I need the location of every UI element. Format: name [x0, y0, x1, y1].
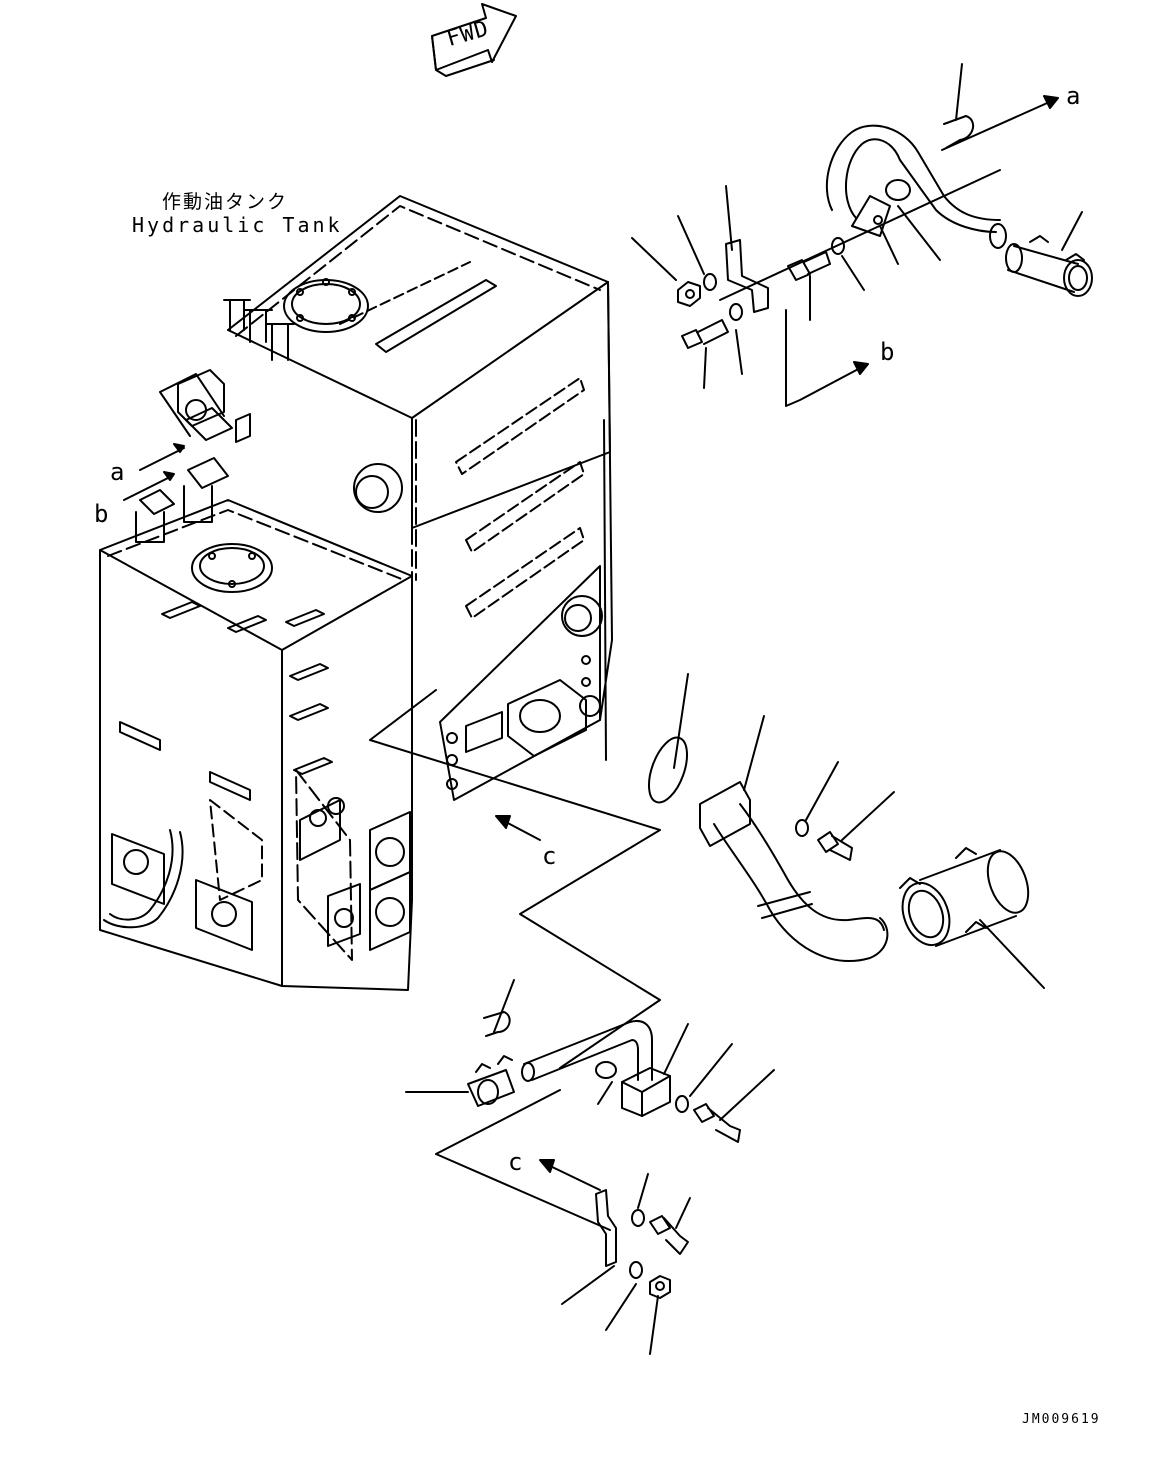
callout-b-tank: b [94, 500, 109, 528]
callout-c-bracket: c [508, 1148, 523, 1176]
document-id: JM009619 [1022, 1412, 1101, 1427]
callout-b-bracket: b [880, 338, 895, 366]
fwd-arrow-icon [431, 3, 517, 77]
middle-elbow-pipe [647, 736, 1030, 962]
upper-pipe-assembly [677, 115, 1093, 349]
callout-a-pipe: a [1066, 82, 1081, 110]
callout-a-tank: a [110, 458, 125, 486]
callout-c-tank: c [542, 842, 557, 870]
tank-label-japanese: 作動油タンク [162, 191, 289, 213]
hydraulic-tank [99, 195, 613, 991]
lower-pipe-assembly [467, 1011, 741, 1299]
leader-lines [123, 63, 1083, 1355]
tank-label-english: Hydraulic Tank [132, 213, 343, 237]
